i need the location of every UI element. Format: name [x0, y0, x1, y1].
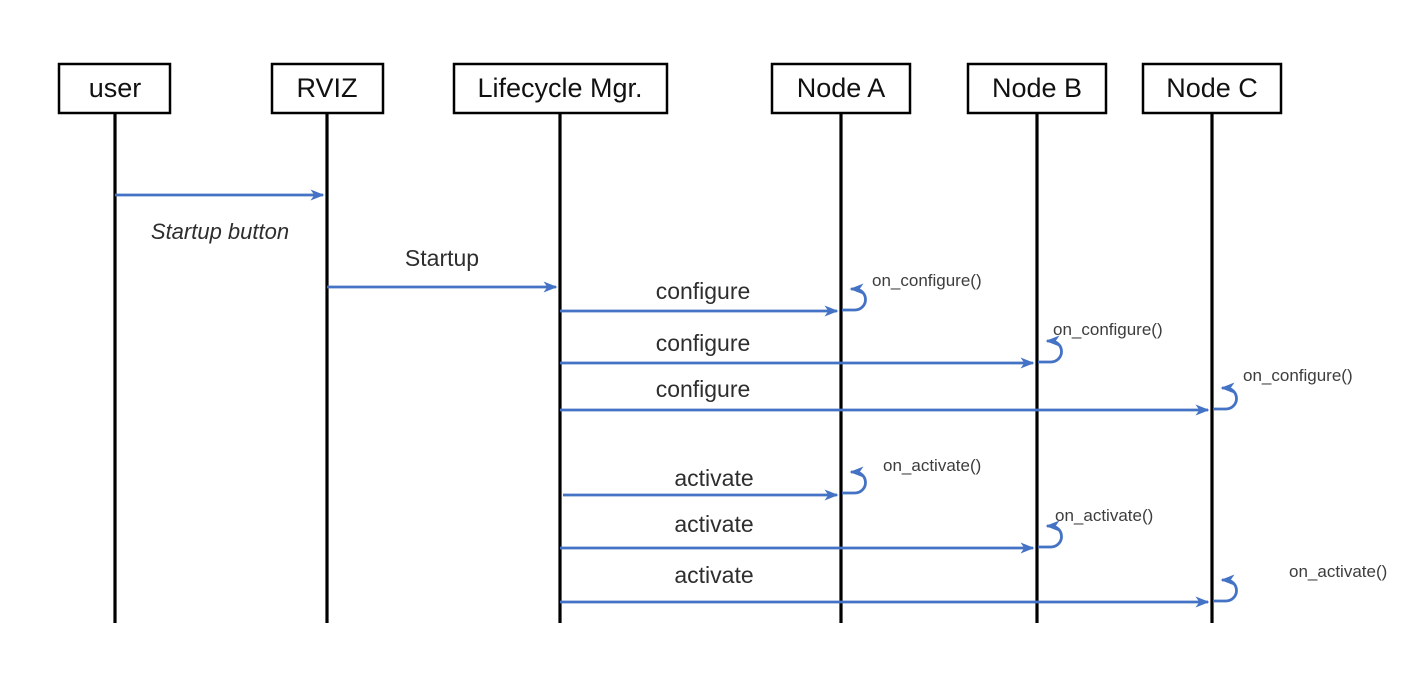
self-call-label-node-a-configure: on_configure(): [872, 271, 982, 290]
message-label-activate-node-c: activate: [674, 562, 753, 588]
actor-node-b: Node B: [966, 62, 1108, 115]
self-call-arrow-node-a-configure: [842, 283, 867, 312]
message-label-startup-button: Startup button: [151, 219, 289, 244]
self-call-arrow-node-b-configure: [1038, 335, 1063, 364]
actor-lifecycle-mgr: Lifecycle Mgr.: [452, 62, 669, 115]
actor-box-lifecycle-mgr: [452, 62, 669, 115]
actor-box-node-c: [1141, 62, 1283, 115]
message-label-configure-node-a: configure: [656, 278, 751, 304]
actor-label-user: user: [89, 73, 142, 103]
message-label-configure-node-b: configure: [656, 330, 751, 356]
self-call-label-node-b-activate: on_activate(): [1055, 506, 1153, 525]
actor-node-a: Node A: [770, 62, 912, 115]
self-call-arrow-node-a-activate: [842, 466, 867, 495]
actor-label-node-c: Node C: [1166, 73, 1258, 103]
self-call-label-node-c-configure: on_configure(): [1243, 366, 1353, 385]
actor-label-lifecycle-mgr: Lifecycle Mgr.: [477, 73, 642, 103]
actor-rviz: RVIZ: [270, 62, 385, 115]
actor-box-user: [57, 62, 172, 115]
actor-label-rviz: RVIZ: [296, 73, 357, 103]
actor-box-node-a: [770, 62, 912, 115]
self-call-arrow-node-c-configure: [1213, 382, 1238, 411]
message-label-activate-node-b: activate: [674, 511, 753, 537]
message-label-configure-node-c: configure: [656, 376, 751, 402]
message-label-startup: Startup: [405, 245, 479, 271]
actor-box-node-b: [966, 62, 1108, 115]
actor-label-node-a: Node A: [797, 73, 886, 103]
actor-label-node-b: Node B: [992, 73, 1082, 103]
self-call-label-node-c-activate: on_activate(): [1289, 562, 1387, 581]
self-call-arrow-node-c-activate: [1213, 574, 1238, 603]
self-call-label-node-b-configure: on_configure(): [1053, 320, 1163, 339]
actor-user: user: [57, 62, 172, 115]
self-call-arrow-node-b-activate: [1038, 520, 1063, 549]
self-call-label-node-a-activate: on_activate(): [883, 456, 981, 475]
message-label-activate-node-a: activate: [674, 465, 753, 491]
actor-box-rviz: [270, 62, 385, 115]
actor-node-c: Node C: [1141, 62, 1283, 115]
